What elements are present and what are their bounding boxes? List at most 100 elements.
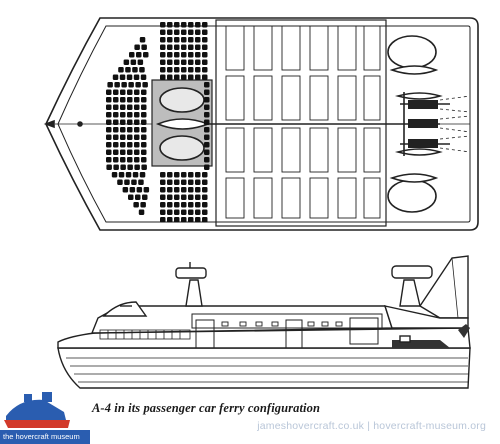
seat xyxy=(138,209,145,215)
seat xyxy=(120,157,126,163)
seat xyxy=(181,179,187,185)
seat xyxy=(111,172,118,178)
seat xyxy=(134,157,140,163)
seat xyxy=(195,217,201,223)
seat xyxy=(160,202,166,208)
seat xyxy=(188,179,194,185)
forward-pylon xyxy=(185,279,203,307)
seat xyxy=(141,97,147,103)
seat xyxy=(134,134,140,140)
seat xyxy=(141,149,147,155)
seat xyxy=(160,187,166,193)
seat xyxy=(167,37,173,43)
seat xyxy=(181,172,187,178)
seat xyxy=(174,172,180,178)
seat xyxy=(160,29,166,35)
figure-caption: A-4 in its passenger car ferry configura… xyxy=(92,401,321,415)
seat xyxy=(136,52,142,58)
car-bays xyxy=(225,25,381,219)
seat xyxy=(133,202,139,208)
seat xyxy=(195,194,201,200)
seat xyxy=(202,217,208,223)
seat xyxy=(106,164,112,170)
seat xyxy=(140,202,146,208)
seat xyxy=(195,52,201,58)
seat xyxy=(181,29,187,35)
seat xyxy=(113,142,119,148)
seat xyxy=(106,97,112,103)
seat xyxy=(137,59,144,65)
side-hull xyxy=(57,327,471,349)
seat xyxy=(127,142,133,148)
seat xyxy=(195,67,201,73)
seat xyxy=(106,104,112,110)
seat xyxy=(106,142,112,148)
seat xyxy=(106,149,112,155)
seat xyxy=(113,104,119,110)
tail-fin xyxy=(419,255,469,319)
seat xyxy=(202,22,208,28)
seat xyxy=(117,179,123,185)
seat xyxy=(181,187,187,193)
seat xyxy=(132,172,139,178)
seat xyxy=(139,37,146,43)
seat xyxy=(181,194,187,200)
seat xyxy=(188,52,194,58)
seat xyxy=(139,67,145,73)
seat xyxy=(120,134,126,140)
seat xyxy=(181,202,187,208)
seat xyxy=(120,97,126,103)
seat xyxy=(160,172,166,178)
seat xyxy=(195,179,201,185)
seat xyxy=(134,44,140,50)
seat xyxy=(195,202,201,208)
seat xyxy=(181,59,187,65)
seat xyxy=(143,52,149,58)
seat xyxy=(167,179,173,185)
seat xyxy=(113,112,119,118)
seat xyxy=(125,67,131,73)
seat xyxy=(202,179,208,185)
seat xyxy=(188,209,194,215)
window-strip xyxy=(99,329,191,340)
seat xyxy=(127,112,133,118)
plan-view xyxy=(43,17,479,231)
seat xyxy=(167,59,173,65)
seat xyxy=(129,187,136,193)
seat xyxy=(174,59,180,65)
seat xyxy=(167,217,173,223)
seat xyxy=(113,89,119,95)
seat xyxy=(135,194,141,200)
seat xyxy=(141,127,147,133)
seat xyxy=(204,134,210,140)
seat xyxy=(160,74,166,80)
seat xyxy=(113,149,119,155)
seat xyxy=(188,44,194,50)
seat xyxy=(160,44,166,50)
seat xyxy=(127,157,133,163)
seat xyxy=(113,97,119,103)
seat xyxy=(134,164,140,170)
seat xyxy=(202,44,208,50)
seat xyxy=(181,22,187,28)
seat xyxy=(174,22,180,28)
seat xyxy=(106,127,112,133)
seat xyxy=(122,187,129,193)
seat xyxy=(174,67,180,73)
seat xyxy=(120,112,126,118)
seat xyxy=(123,59,130,65)
seat xyxy=(139,172,146,178)
seat xyxy=(134,119,140,125)
seat xyxy=(204,142,210,148)
seat xyxy=(188,22,194,28)
seat xyxy=(167,74,173,80)
seat xyxy=(127,149,133,155)
seat xyxy=(106,89,112,95)
credit-watermark: jameshovercraft.co.uk | hovercraft-museu… xyxy=(257,420,486,432)
seat xyxy=(174,74,180,80)
seat xyxy=(127,119,133,125)
seat xyxy=(174,52,180,58)
seat xyxy=(106,119,112,125)
seat xyxy=(106,134,112,140)
